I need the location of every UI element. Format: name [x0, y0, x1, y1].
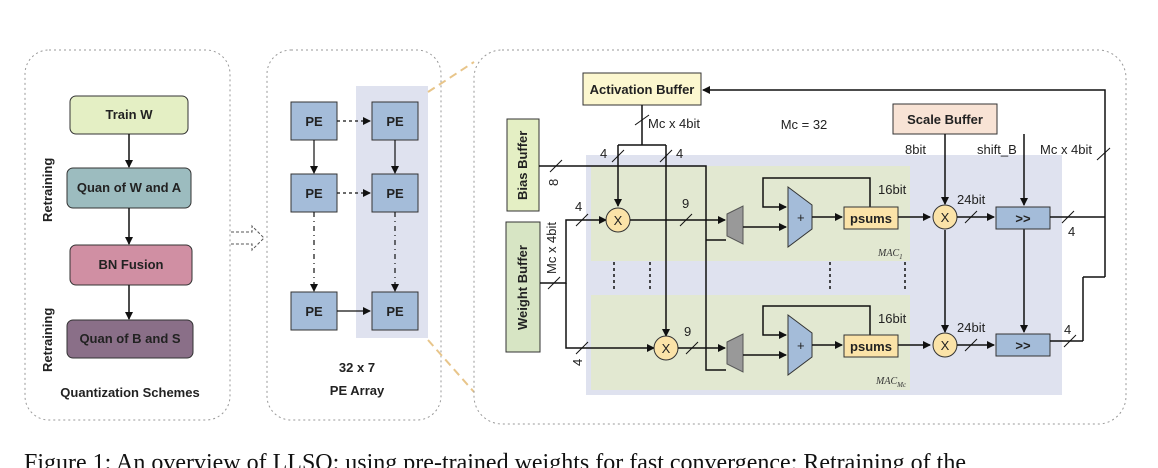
activation-buffer-label: Activation Buffer [590, 82, 695, 97]
bus-tick [1061, 210, 1075, 224]
pe-connections [310, 117, 399, 315]
mux-mac1 [726, 205, 744, 245]
bus-tick [611, 149, 625, 163]
scale-buffer-label: Scale Buffer [907, 112, 983, 127]
bias-buffer [506, 118, 540, 212]
quantization-panel [24, 49, 231, 421]
retraining-label-bottom: Retraining [40, 308, 55, 372]
scaled-width-macmc: 24bit [957, 320, 986, 335]
bn-fusion-label: BN Fusion [99, 257, 164, 272]
pe-detail-panel [473, 49, 1127, 425]
bus-tick [547, 276, 561, 290]
bus-tick [575, 213, 589, 227]
bus-tick [659, 149, 673, 163]
psums-macmc-label: psums [850, 339, 892, 354]
zoom-line [427, 61, 475, 93]
bus-tick [964, 338, 978, 352]
shifter-mac1-label: >> [1015, 211, 1031, 226]
row-ellipsis [613, 262, 906, 292]
shifter-macmc-label: >> [1015, 338, 1031, 353]
bias-buffer-label: Bias Buffer [515, 131, 530, 200]
output-width-macmc: 4 [1064, 322, 1071, 337]
adder-macmc-label: + [797, 338, 805, 353]
bus-tick [1096, 147, 1111, 161]
accum-loop-macmc [762, 305, 871, 339]
figure-caption: Figure 1: An overview of LLSQ: using pre… [24, 450, 966, 468]
pe-array-size: 32 x 7 [339, 360, 375, 375]
mux-macmc [726, 333, 744, 373]
pe-array-title: PE Array [330, 383, 385, 398]
scaled-width-mac1: 24bit [957, 192, 986, 207]
pe-label: PE [386, 186, 404, 201]
pe-label: PE [386, 304, 404, 319]
psums-macmc [843, 334, 899, 358]
bus-tick [1063, 334, 1077, 348]
shifter-mac1 [995, 206, 1051, 230]
scale-buffer [892, 103, 998, 135]
bus-tick [549, 159, 563, 173]
activation-buffer [582, 72, 702, 106]
weight-width-mac1: 4 [575, 199, 582, 214]
multiplier-mac1-label: X [614, 213, 623, 228]
quantization-schemes-title: Quantization Schemes [60, 385, 199, 400]
weight-buffer-label: Weight Buffer [515, 245, 530, 330]
mac1-label: MAC1 [877, 248, 903, 261]
bias-width-label: 8 [546, 179, 561, 186]
psums-width-macmc: 16bit [878, 311, 907, 326]
multiplier-macmc-label: X [662, 341, 671, 356]
psums-mac1-label: psums [850, 211, 892, 226]
retraining-label-top: Retraining [40, 158, 55, 222]
activation-split-width-b: 4 [676, 146, 683, 161]
bn-fusion-box [69, 244, 193, 286]
scale-width-label: 8bit [905, 142, 926, 157]
pe-label: PE [305, 304, 323, 319]
weight-width-macmc: 4 [570, 359, 585, 366]
bus-tick [685, 341, 699, 355]
psums-width-mac1: 16bit [878, 182, 907, 197]
bus-tick [679, 213, 693, 227]
activation-width-label: Mc x 4bit [648, 116, 700, 131]
weight-width-label: Mc x 4bit [544, 222, 559, 274]
adder-mac1-label: + [797, 210, 805, 225]
pe-array-panel [266, 49, 442, 421]
zoom-line [427, 339, 475, 393]
quan-w-a-label: Quan of W and A [77, 180, 182, 195]
adder-mac1 [787, 186, 813, 248]
bias-wire [539, 165, 726, 371]
scale-multiplier-mac1-label: X [941, 210, 950, 225]
shifter-macmc [995, 333, 1051, 357]
product-width-mac1: 9 [682, 196, 689, 211]
pe-label: PE [386, 114, 404, 129]
quan-b-s-box [66, 319, 194, 359]
pe-label: PE [305, 114, 323, 129]
bus-tick [575, 341, 589, 355]
activation-split-width-a: 4 [600, 146, 607, 161]
accum-loop-mac1 [762, 177, 871, 211]
weight-wire [565, 283, 655, 352]
adder-macmc [787, 314, 813, 376]
psums-mac1 [843, 206, 899, 230]
weight-buffer [505, 221, 541, 353]
transition-arrow-icon [231, 224, 265, 252]
mc-equation: Mc = 32 [781, 117, 828, 132]
feedback-wire [702, 86, 1106, 277]
pe-label: PE [305, 186, 323, 201]
bus-tick [634, 114, 650, 126]
output-width-mac1: 4 [1068, 224, 1075, 239]
product-width-macmc: 9 [684, 324, 691, 339]
macmc-label: MACMc [875, 376, 907, 389]
quan-b-s-label: Quan of B and S [79, 331, 180, 346]
shift-b-label: shift_B [977, 142, 1017, 157]
output-width-label: Mc x 4bit [1040, 142, 1092, 157]
weight-wire [540, 216, 607, 284]
scale-multiplier-macmc-label: X [941, 338, 950, 353]
bus-tick [964, 210, 978, 224]
train-w-label: Train W [106, 107, 154, 122]
